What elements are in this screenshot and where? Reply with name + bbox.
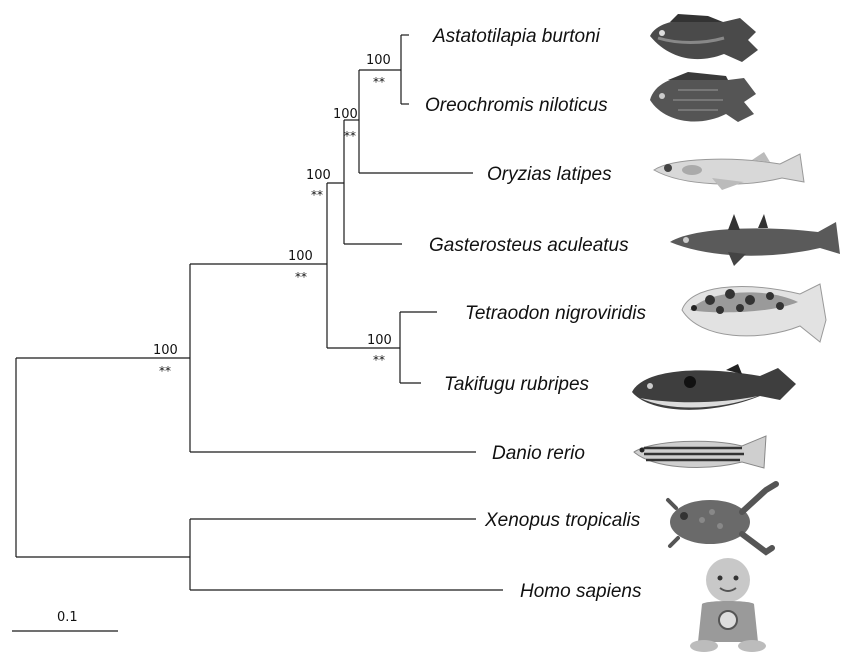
taxon-label-oreochromis: Oreochromis niloticus — [425, 95, 608, 116]
taxon-label-tetraodon: Tetraodon nigroviridis — [465, 303, 646, 324]
support-value-pufferfish: 100 — [367, 333, 392, 348]
frog-icon — [668, 484, 776, 552]
support-value-acanthopterygii: 100 — [288, 249, 313, 264]
taxon-label-gasterosteus: Gasterosteus aculeatus — [429, 235, 629, 256]
medaka-fish-icon — [654, 152, 804, 190]
cichlid-fish-icon — [650, 14, 758, 62]
support-stars-cichlids: ** — [373, 75, 385, 89]
support-stars-acanthopterygii: ** — [295, 270, 307, 284]
support-value-teleostei: 100 — [153, 343, 178, 358]
spotted-pufferfish-icon — [682, 284, 826, 342]
species-images — [632, 14, 840, 652]
human-baby-icon — [690, 558, 766, 652]
taxon-label-xenopus: Xenopus tropicalis — [484, 510, 641, 531]
taxon-label-danio: Danio rerio — [492, 443, 585, 464]
support-stars-cichlids-oryzias: ** — [344, 129, 356, 143]
support-stars-percomorph-core: ** — [311, 188, 323, 202]
scale-bar-label: 0.1 — [57, 610, 78, 625]
support-value-percomorph-core: 100 — [306, 168, 331, 183]
fugu-pufferfish-icon — [632, 364, 796, 410]
taxon-label-astatotilapia: Astatotilapia burtoni — [432, 26, 601, 47]
taxon-label-homo: Homo sapiens — [520, 581, 642, 602]
stickleback-fish-icon — [670, 214, 840, 266]
support-value-cichlids-oryzias: 100 — [333, 107, 358, 122]
taxon-labels: Astatotilapia burtoni Oreochromis niloti… — [425, 26, 646, 602]
taxon-label-takifugu: Takifugu rubripes — [444, 374, 590, 395]
tree-branches — [16, 35, 503, 590]
zebrafish-icon — [634, 436, 766, 468]
taxon-label-oryzias: Oryzias latipes — [487, 164, 612, 185]
support-stars-pufferfish: ** — [373, 353, 385, 367]
tilapia-fish-icon — [650, 72, 756, 122]
scale-bar: 0.1 — [12, 610, 118, 631]
support-values: 100 ** 100 ** 100 ** 100 ** 100 ** 100 *… — [153, 53, 392, 378]
support-stars-teleostei: ** — [159, 364, 171, 378]
support-value-cichlids: 100 — [366, 53, 391, 68]
